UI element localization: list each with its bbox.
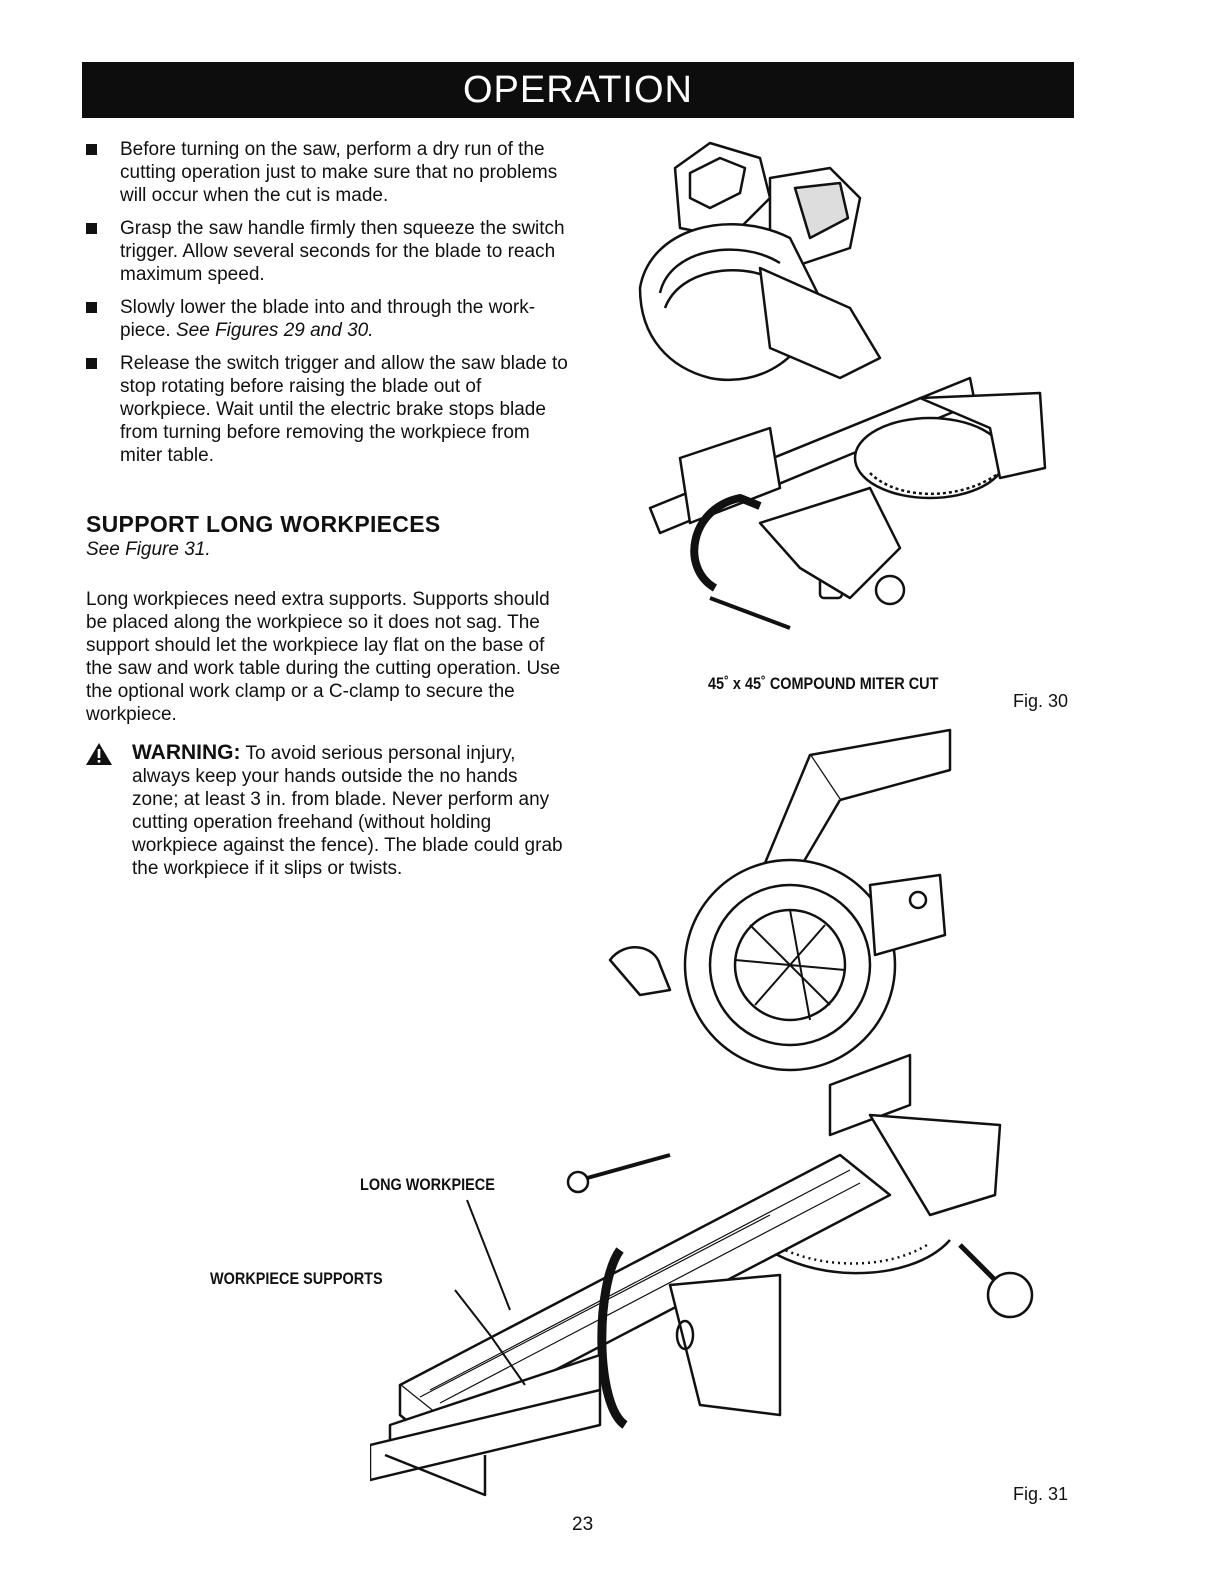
step-text: Before turning on the saw, perform a dry… xyxy=(120,139,558,206)
list-item: Before turning on the saw, perform a dry… xyxy=(86,138,576,207)
figure-31-illustration xyxy=(368,725,1050,1510)
figure-31-label: Fig. 31 xyxy=(1013,1484,1069,1504)
workpiece-supports-callout: WORKPIECE SUPPORTS xyxy=(210,1269,383,1288)
operation-steps-list: Before turning on the saw, perform a dry… xyxy=(86,138,576,467)
figure-reference: See Figures 29 and 30. xyxy=(175,320,374,341)
warning-text: To avoid serious personal injury, always… xyxy=(132,743,563,879)
list-item: Slowly lower the blade into and through … xyxy=(86,296,576,342)
bullet-square-icon xyxy=(86,223,97,234)
instructions-column: Before turning on the saw, perform a dry… xyxy=(86,138,576,477)
page-number: 23 xyxy=(572,1514,594,1535)
list-item: Grasp the saw handle firmly then squeeze… xyxy=(86,217,576,286)
figure-30-caption: 45˚ x 45˚ COMPOUND MITER CUT xyxy=(708,674,939,693)
step-text: Release the switch trigger and allow the… xyxy=(120,353,568,466)
long-workpiece-callout: LONG WORKPIECE xyxy=(360,1175,495,1194)
warning-label: WARNING: xyxy=(132,741,241,764)
bullet-square-icon xyxy=(86,302,97,313)
section-header: OPERATION xyxy=(82,62,1074,118)
bullet-square-icon xyxy=(86,358,97,369)
support-paragraph: Long workpieces need extra supports. Sup… xyxy=(86,589,561,725)
figure-reference: See Figure 31. xyxy=(86,539,211,560)
section-title: SUPPORT LONG WORKPIECES xyxy=(86,511,441,537)
step-text: Slowly lower the blade into and through … xyxy=(120,297,536,341)
figure-30-label: Fig. 30 xyxy=(1013,691,1069,711)
warning-block: WARNING: To avoid serious personal injur… xyxy=(86,741,566,880)
bullet-square-icon xyxy=(86,144,97,155)
step-text: Grasp the saw handle firmly then squeeze… xyxy=(120,218,565,285)
figure-30-illustration xyxy=(620,128,1060,673)
list-item: Release the switch trigger and allow the… xyxy=(86,352,576,467)
warning-triangle-icon xyxy=(86,743,112,771)
